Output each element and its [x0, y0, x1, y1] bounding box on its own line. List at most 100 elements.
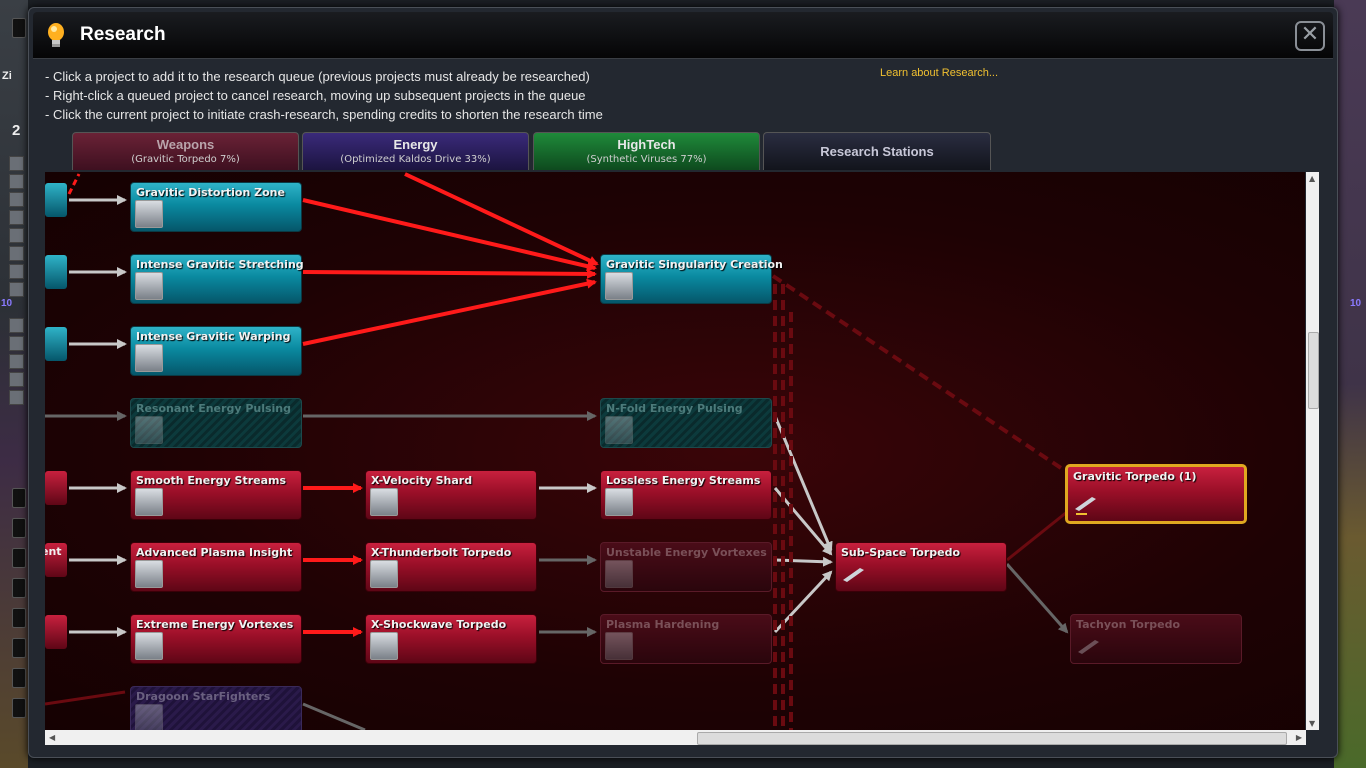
node-smooth-energy-streams[interactable]: Smooth Energy Streams — [130, 470, 302, 520]
node-name: Advanced Plasma Insight — [136, 546, 293, 559]
close-button[interactable]: ✕ — [1295, 21, 1325, 51]
node-x-shockwave-torpedo[interactable]: X-Shockwave Torpedo — [365, 614, 537, 664]
cube-icon — [135, 560, 163, 588]
scroll-left-icon[interactable]: ◀ — [49, 733, 56, 742]
bg-slot — [12, 518, 26, 538]
node-gravitic-distortion-zone[interactable]: Gravitic Distortion Zone — [130, 182, 302, 232]
node-intense-gravitic-warping[interactable]: Intense Gravitic Warping — [130, 326, 302, 376]
node-name: Unstable Energy Vortexes — [606, 546, 767, 559]
partial-node[interactable] — [45, 471, 67, 505]
weapon-icon — [370, 632, 398, 660]
bg-tool-icon — [9, 156, 24, 171]
scroll-up-icon[interactable]: ▲ — [1309, 174, 1316, 183]
bg-slot — [12, 578, 26, 598]
cube-icon — [135, 632, 163, 660]
node-name: X-Shockwave Torpedo — [371, 618, 507, 631]
bg-tool-icon — [9, 246, 24, 261]
bg-tool-icon — [9, 210, 24, 225]
tech-icon — [135, 200, 163, 228]
bg-slot — [12, 638, 26, 658]
node-n-fold-energy-pulsing[interactable]: N-Fold Energy Pulsing — [600, 398, 772, 448]
partial-node[interactable] — [45, 615, 67, 649]
bg-tool-icon — [9, 264, 24, 279]
arrow-up-icon — [135, 344, 163, 372]
bg-tool-icon — [9, 192, 24, 207]
tab-subtitle: (Synthetic Viruses 77%) — [586, 154, 707, 165]
background-right-panel: 10 — [1334, 0, 1366, 768]
lightbulb-icon — [48, 23, 64, 47]
partial-node[interactable] — [45, 255, 67, 289]
cube-icon — [605, 488, 633, 516]
node-name: Plasma Hardening — [606, 618, 720, 631]
cube-icon — [605, 560, 633, 588]
background-left-panel: Zi 2 10 — [0, 0, 28, 768]
window-title: Research — [80, 24, 166, 45]
tab-energy[interactable]: Energy (Optimized Kaldos Drive 33%) — [302, 132, 529, 170]
bg-number: 10 — [1350, 298, 1362, 309]
instruction-line: - Click a project to add it to the resea… — [45, 69, 590, 84]
node-name: Tachyon Torpedo — [1076, 618, 1181, 631]
node-extreme-energy-vortexes[interactable]: Extreme Energy Vortexes — [130, 614, 302, 664]
tech-icon — [605, 416, 633, 444]
partial-node[interactable] — [45, 327, 67, 361]
node-gravitic-torpedo[interactable]: Gravitic Torpedo (1) — [1065, 464, 1247, 524]
node-intense-gravitic-stretching[interactable]: Intense Gravitic Stretching — [130, 254, 304, 304]
node-name: Lossless Energy Streams — [606, 474, 761, 487]
node-x-velocity-shard[interactable]: X-Velocity Shard — [365, 470, 537, 520]
learn-about-research-link[interactable]: Learn about Research... — [880, 67, 999, 79]
horizontal-scrollbar[interactable]: ◀ ▶ — [45, 730, 1306, 745]
bg-number: 2 — [12, 122, 21, 139]
bg-tool-icon — [9, 174, 24, 189]
scroll-down-icon[interactable]: ▼ — [1309, 719, 1316, 728]
bg-tool-icon — [9, 228, 24, 243]
tab-label: Weapons — [156, 137, 215, 152]
bg-slot — [12, 608, 26, 628]
vertical-scrollbar[interactable]: ▲ ▼ — [1306, 172, 1319, 730]
bg-tool-icon — [9, 282, 24, 297]
node-tachyon-torpedo[interactable]: Tachyon Torpedo — [1070, 614, 1242, 664]
vertical-scroll-thumb[interactable] — [1308, 332, 1319, 409]
node-resonant-energy-pulsing[interactable]: Resonant Energy Pulsing — [130, 398, 302, 448]
node-name: X-Velocity Shard — [371, 474, 473, 487]
node-unstable-energy-vortexes[interactable]: Unstable Energy Vortexes — [600, 542, 772, 592]
instruction-line: - Click the current project to initiate … — [45, 107, 603, 122]
bg-text: Zi — [2, 70, 12, 82]
node-plasma-hardening[interactable]: Plasma Hardening — [600, 614, 772, 664]
tab-label: HighTech — [617, 137, 676, 152]
node-name: Gravitic Torpedo (1) — [1073, 470, 1197, 483]
node-name: Gravitic Distortion Zone — [136, 186, 285, 199]
torpedo-icon — [1075, 632, 1101, 658]
tab-subtitle: (Gravitic Torpedo 7%) — [131, 154, 240, 165]
scroll-right-icon[interactable]: ▶ — [1295, 733, 1302, 742]
tab-subtitle: (Optimized Kaldos Drive 33%) — [340, 154, 491, 165]
bg-slot — [12, 18, 26, 38]
horizontal-scroll-thumb[interactable] — [697, 732, 1287, 745]
partial-node[interactable] — [45, 183, 67, 217]
tab-hightech[interactable]: HighTech (Synthetic Viruses 77%) — [533, 132, 760, 170]
node-x-thunderbolt-torpedo[interactable]: X-Thunderbolt Torpedo — [365, 542, 537, 592]
node-name: Sub-Space Torpedo — [841, 546, 961, 559]
torpedo-icon — [840, 560, 866, 586]
tech-icon — [135, 416, 163, 444]
node-lossless-energy-streams[interactable]: Lossless Energy Streams — [600, 470, 772, 520]
partial-node[interactable]: ent — [45, 543, 67, 577]
node-gravitic-singularity-creation[interactable]: Gravitic Singularity Creation — [600, 254, 783, 304]
node-dragoon-starfighters[interactable]: Dragoon StarFighters — [130, 686, 302, 730]
cube-icon — [135, 488, 163, 516]
node-name: Extreme Energy Vortexes — [136, 618, 294, 631]
node-name: ent — [45, 545, 62, 558]
node-sub-space-torpedo[interactable]: Sub-Space Torpedo — [835, 542, 1007, 592]
bg-tool-icon — [9, 372, 24, 387]
tab-weapons[interactable]: Weapons (Gravitic Torpedo 7%) — [72, 132, 299, 170]
node-name: Dragoon StarFighters — [136, 690, 271, 703]
node-advanced-plasma-insight[interactable]: Advanced Plasma Insight — [130, 542, 302, 592]
weapon-icon — [370, 488, 398, 516]
tab-label: Energy — [393, 137, 438, 152]
bg-slot — [12, 488, 26, 508]
starfighter-icon — [135, 704, 163, 730]
node-name: Resonant Energy Pulsing — [136, 402, 291, 415]
bg-slot — [12, 698, 26, 718]
tab-research-stations[interactable]: Research Stations — [763, 132, 991, 170]
node-name: Intense Gravitic Warping — [136, 330, 291, 343]
bg-tool-icon — [9, 354, 24, 369]
